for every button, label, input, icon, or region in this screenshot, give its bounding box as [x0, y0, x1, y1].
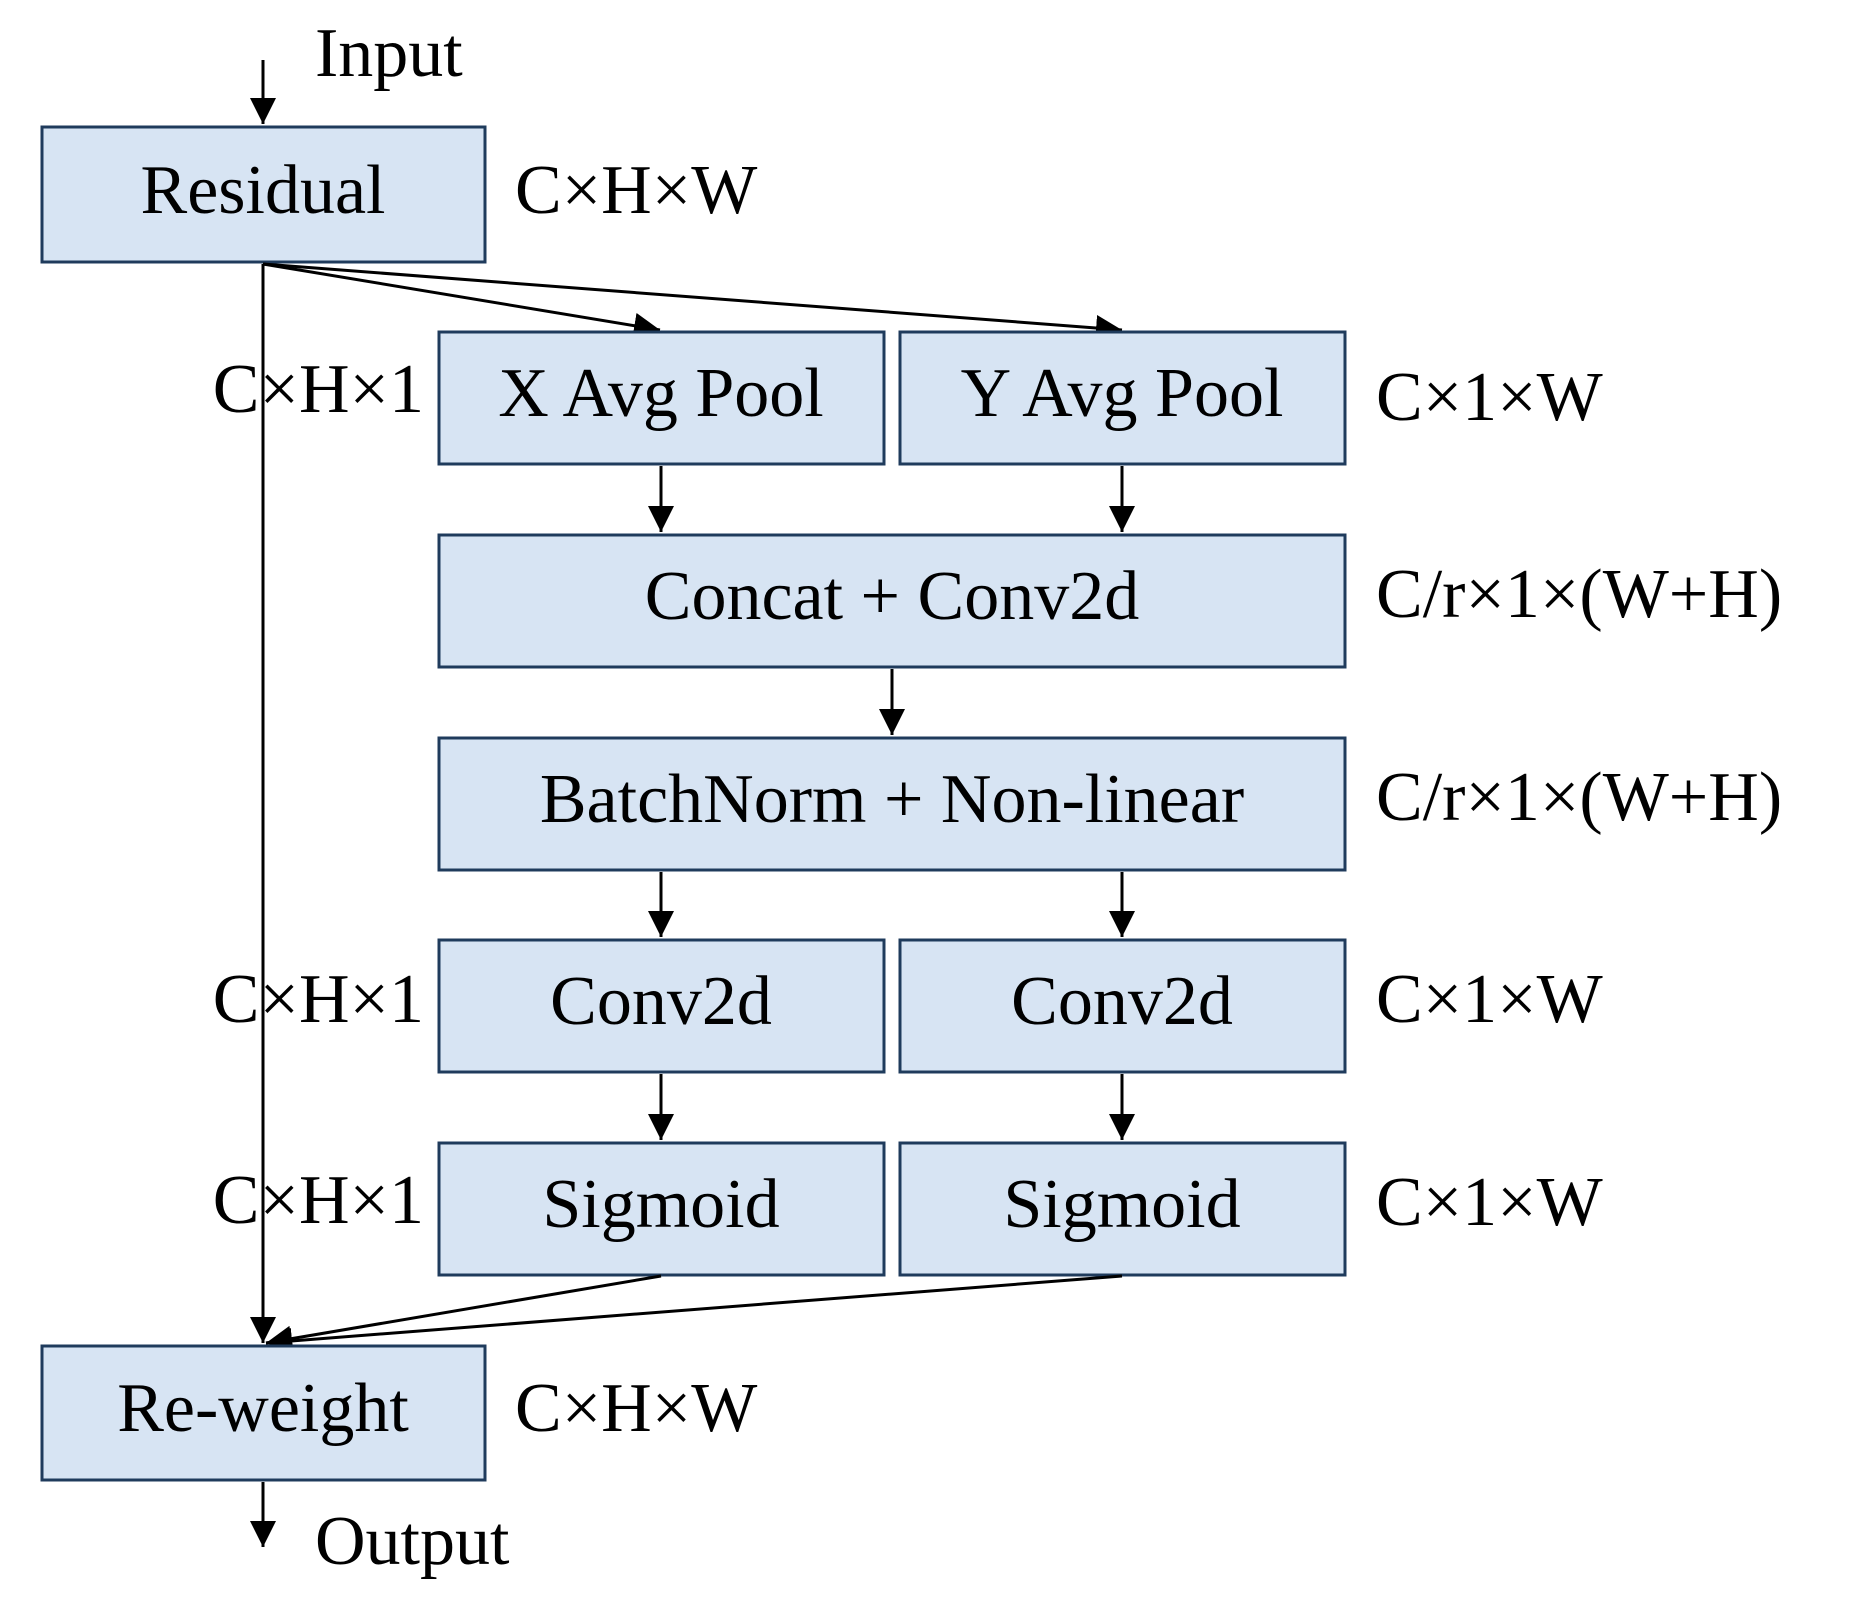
edge-sigmoid-right-reweight: [265, 1274, 1123, 1354]
conv-left-label: Conv2d: [550, 963, 772, 1040]
bn-nonlinear-box: [437, 736, 1347, 872]
bn-dim: C/r×1×(W+H): [1376, 759, 1782, 836]
conv-left-dim: C×H×1: [213, 961, 424, 1038]
sigmoid-right-dim: C×1×W: [1376, 1164, 1603, 1241]
concat-conv-label: Concat + Conv2d: [645, 558, 1139, 635]
output-label: Output: [315, 1503, 510, 1580]
bn-nonlinear-label: BatchNorm + Non-linear: [540, 761, 1244, 838]
sigmoid-right-box: [898, 1141, 1347, 1277]
reweight-label: Re-weight: [117, 1370, 409, 1447]
conv-left-box: [437, 938, 886, 1074]
sigmoid-left-dim: C×H×1: [213, 1162, 424, 1239]
reweight-dim: C×H×W: [515, 1370, 757, 1447]
edge-residual-ypool: [262, 262, 1123, 341]
y-pool-dim: C×1×W: [1376, 359, 1603, 436]
concat-dim: C/r×1×(W+H): [1376, 556, 1782, 633]
x-avg-pool-label: X Avg Pool: [498, 355, 823, 432]
sigmoid-right-label: Sigmoid: [1003, 1166, 1240, 1243]
x-pool-dim: C×H×1: [213, 351, 424, 428]
reweight-box: [40, 1344, 487, 1482]
residual-dim: C×H×W: [515, 152, 757, 229]
residual-label: Residual: [141, 152, 386, 229]
y-avg-pool-label: Y Avg Pool: [961, 355, 1284, 432]
edge-residual-xpool: [262, 262, 661, 339]
conv-right-label: Conv2d: [1011, 963, 1233, 1040]
conv-right-dim: C×1×W: [1376, 961, 1603, 1038]
sigmoid-left-label: Sigmoid: [542, 1166, 779, 1243]
concat-conv-box: [437, 533, 1347, 669]
edge-sigmoid-left-reweight: [265, 1274, 662, 1352]
residual-box: [40, 125, 487, 264]
x-avg-pool-box: [437, 330, 886, 466]
input-label: Input: [315, 15, 463, 92]
y-avg-pool-box: [898, 330, 1347, 466]
sigmoid-left-box: [437, 1141, 886, 1277]
conv-right-box: [898, 938, 1347, 1074]
